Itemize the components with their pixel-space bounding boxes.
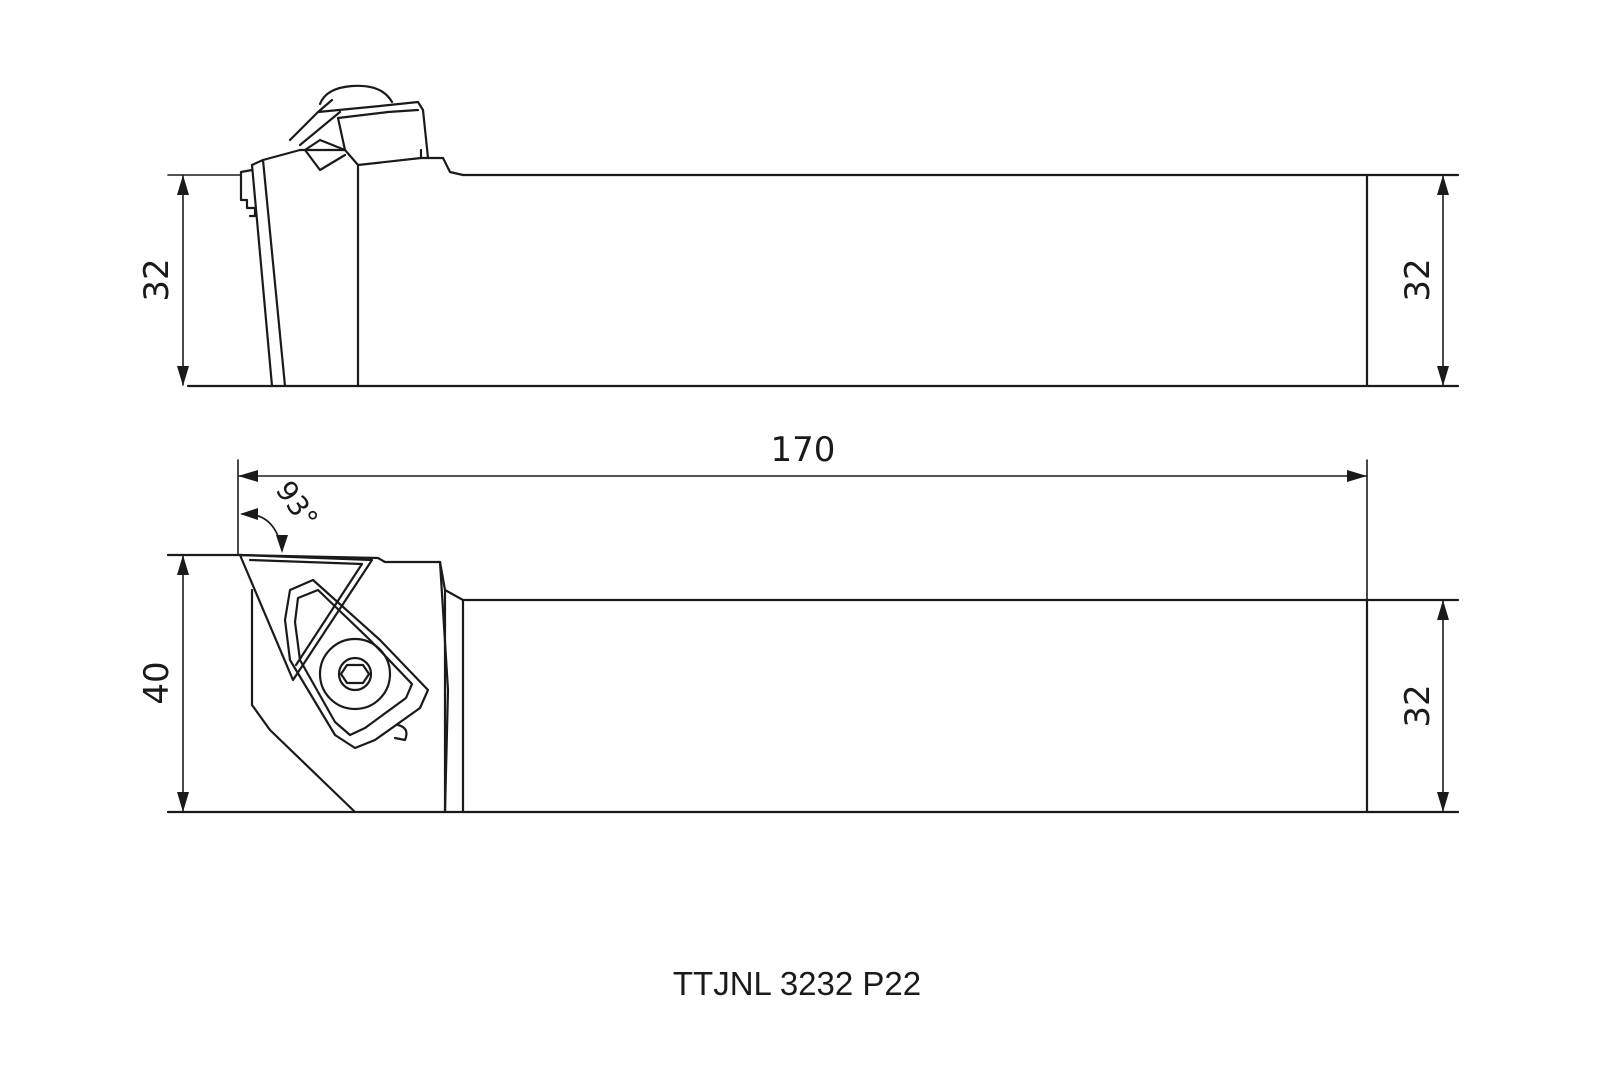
arrowhead [1437,366,1449,386]
side-shank-outline [186,173,1460,388]
top-pin [393,723,408,742]
side-front-face [250,158,287,388]
arrowhead [1437,600,1449,620]
dim-side-left-label: 32 [137,258,177,301]
top-shank-outline [166,598,1460,814]
dim-approach-angle: 93° [240,475,325,553]
top-view [166,459,1460,814]
arrowhead [238,470,258,482]
side-view [167,84,1460,388]
top-clamp-plate [283,578,430,750]
dim-side-right: 32 [1398,175,1449,386]
angle-label: 93° [269,475,325,535]
arrowhead [1347,470,1367,482]
arrowhead [177,555,189,575]
dim-top-left: 40 [137,555,189,812]
top-head-body [250,560,450,814]
dim-top-left-label: 40 [137,661,177,704]
side-clamp [288,98,430,160]
dim-top-right-label: 32 [1398,684,1438,727]
side-clamp-screw [318,84,394,106]
side-head-step [419,156,465,177]
angle-arc [241,513,283,551]
arrowhead [240,508,258,520]
dim-side-right-label: 32 [1398,258,1438,301]
dim-side-left: 32 [137,175,189,386]
arrowhead [177,366,189,386]
side-head-block [261,148,423,388]
arrowhead [177,175,189,195]
hex-socket-icon [339,663,371,685]
dim-overall-length: 170 [238,430,1367,482]
side-clamp-detail [303,138,347,172]
top-clamp-screw-inner [337,656,373,692]
part-number: TTJNL 3232 P22 [673,965,921,1002]
top-clamp-inner [293,588,414,737]
top-clamp-screw [318,637,392,711]
top-insert [238,553,374,682]
arrowhead [1437,175,1449,195]
arrowhead [1437,792,1449,812]
arrowhead [177,792,189,812]
dim-top-right: 32 [1398,600,1449,812]
side-front-detail [239,168,257,218]
arrowhead [276,535,288,553]
dim-overall-length-label: 170 [771,430,836,470]
